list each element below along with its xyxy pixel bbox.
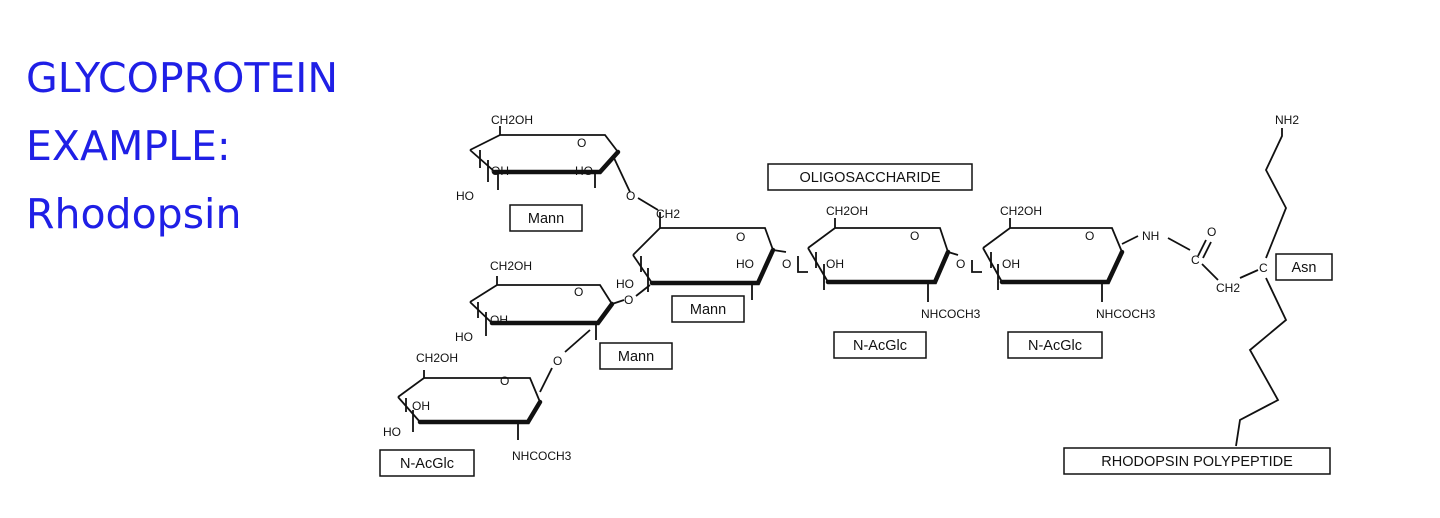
ch2oh-label: CH2OH [1000,204,1042,218]
asn-label: Asn [1292,260,1317,276]
ch2oh-label: CH2OH [490,259,532,273]
carbonyl-carbon-label: C [1191,253,1200,267]
alpha-carbon-label: C [1259,261,1268,275]
ch2oh-label: CH2OH [416,351,458,365]
ho-label: HO [383,425,401,439]
oh-label: OH [1002,257,1020,271]
asn-box [1275,253,1333,281]
nh2-label: NH2 [1275,113,1299,127]
nacglc-box [1007,331,1103,359]
ring-mann-central [632,212,808,300]
title-line-1: GLYCOPROTEIN [26,54,339,102]
nhcoch3-label: NHCOCH3 [921,307,981,321]
ring-oxygen-label: O [910,229,919,243]
ho-label: HO [616,277,634,291]
nacglc-label: N-AcGlc [853,338,907,354]
ho-label: HO [456,189,474,203]
carbonyl-oxygen-label: O [1207,225,1216,239]
ring-nacglc-right [982,218,1139,302]
polypeptide-chain [1235,128,1288,447]
glycosidic-oxygen-label: O [553,354,562,368]
oligosaccharide-label: OLIGOSACCHARIDE [800,170,941,186]
ring-nacglc-middle [807,218,982,302]
nhcoch3-label: NHCOCH3 [1096,307,1156,321]
ring-oxygen-label: O [574,285,583,299]
polypeptide-label: RHODOPSIN POLYPEPTIDE [1101,454,1293,470]
mann-label: Mann [690,302,726,318]
ring-mann-top [469,126,659,211]
ring-oxygen-label: O [736,230,745,244]
mann-box [599,342,673,370]
mann-box [509,204,583,232]
asparagine-linkage [1167,237,1259,281]
title-line-2: EXAMPLE: [26,122,231,170]
nacglc-box [379,449,475,477]
ho-label: HO [736,257,754,271]
ch2-label: CH2 [1216,281,1240,295]
ring-mann-middle [469,276,651,353]
glycosidic-oxygen-label: O [624,293,633,307]
glycosidic-oxygen-label: O [956,257,965,271]
glycosidic-oxygen-label: O [782,257,791,271]
oligosaccharide-box [767,163,973,191]
nhcoch3-label: NHCOCH3 [512,449,572,463]
mann-label: Mann [618,349,654,365]
oh-label: OH [412,399,430,413]
page-title: GLYCOPROTEIN EXAMPLE: Rhodopsin [26,44,338,248]
oh-label: OH [490,313,508,327]
oh-label: OH [826,257,844,271]
mann-label: Mann [528,211,564,227]
nacglc-label: N-AcGlc [400,456,454,472]
glycosidic-oxygen-label: O [626,189,635,203]
ring-oxygen-label: O [577,136,586,150]
nh-label: NH [1142,229,1159,243]
ch2-label: CH2 [656,207,680,221]
nacglc-label: N-AcGlc [1028,338,1082,354]
mann-box [671,295,745,323]
ho-label: HO [575,164,593,178]
ring-oxygen-label: O [500,374,509,388]
ch2oh-label: CH2OH [826,204,868,218]
ring-oxygen-label: O [1085,229,1094,243]
ho-label: HO [455,330,473,344]
oh-label: OH [491,164,509,178]
nacglc-box [833,331,927,359]
ch2oh-label: CH2OH [491,113,533,127]
ring-nacglc-bottom [397,367,553,440]
polypeptide-box [1063,447,1331,475]
title-line-3: Rhodopsin [26,190,242,238]
